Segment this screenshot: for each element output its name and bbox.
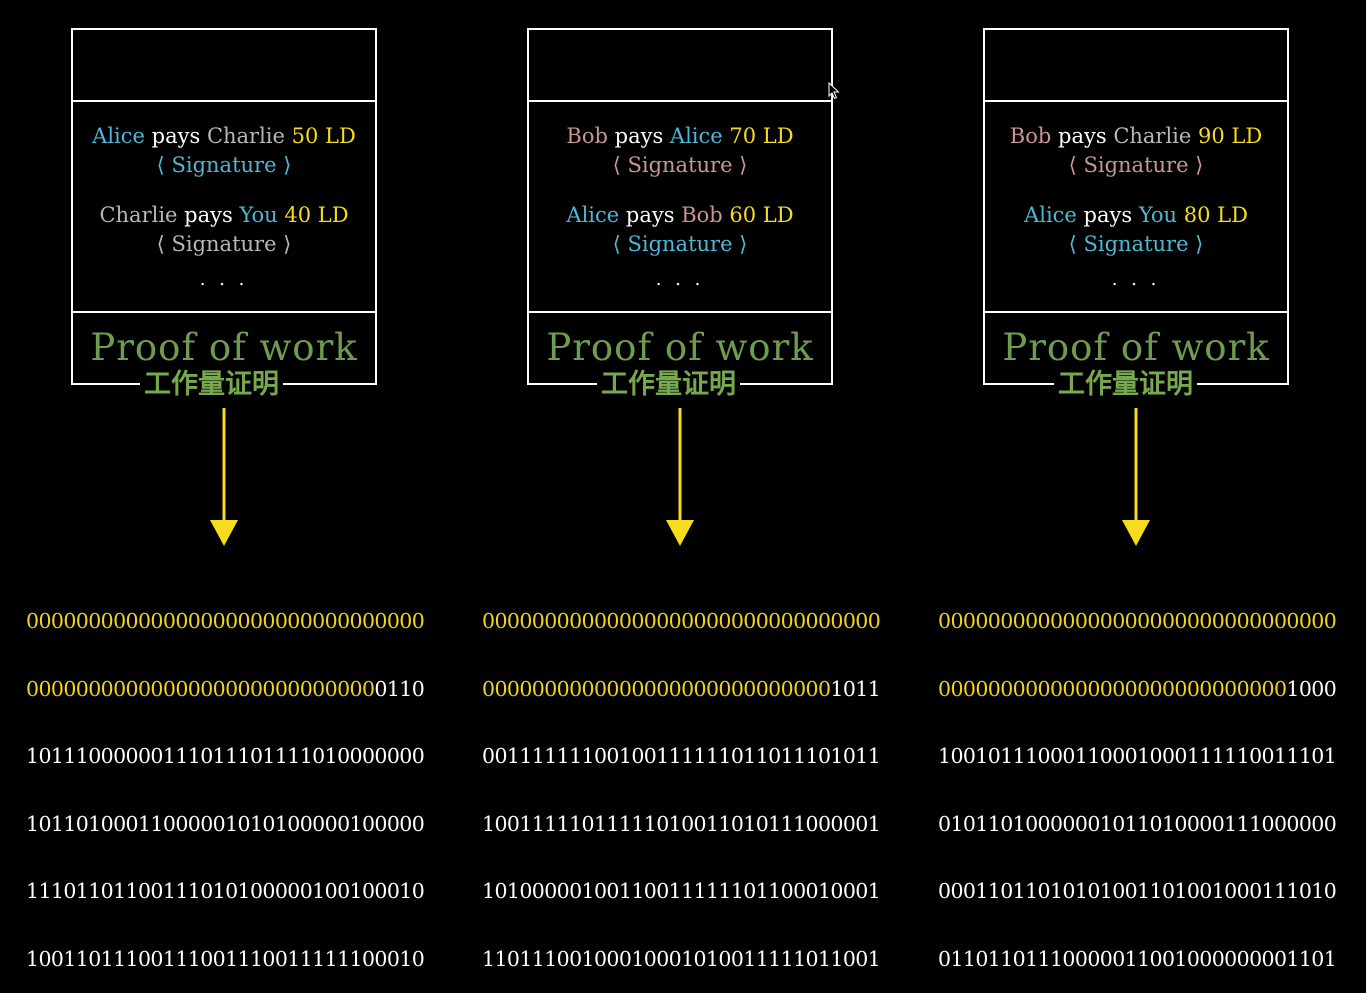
tx-signature: ⟨ Signature ⟩ [612,232,748,256]
tx-amount: 40 LD [284,203,349,227]
mouse-cursor-icon [828,82,840,100]
transaction-1: Alice pays Charlie 50 LD ⟨ Signature ⟩ [73,122,375,180]
hash-bits: 1000 [1286,676,1337,701]
hash-bits: 11011100100010001010011111011001 [482,946,881,971]
tx-from: Bob [1009,124,1052,148]
proof-of-work-label: Proof of work [1002,326,1270,369]
block-2: Bob pays Alice 70 LD ⟨ Signature ⟩ Alice… [527,28,833,385]
down-arrow-icon [1122,408,1150,546]
tx-from: Alice [1024,203,1077,227]
transaction-1: Bob pays Alice 70 LD ⟨ Signature ⟩ [529,122,831,180]
tx-verb: pays [151,124,201,148]
hash-bits: 00011011010101001101001000111010 [938,879,1337,903]
tx-amount: 70 LD [729,124,794,148]
block-3: Bob pays Charlie 90 LD ⟨ Signature ⟩ Ali… [983,28,1289,385]
proof-of-work-cn: 工作量证明 [140,368,283,402]
ellipsis: . . . [655,269,705,290]
hash-bits: 10100000100110011111101100010001 [482,879,881,903]
hash-zeros-line: 00000000000000000000000000000000 [938,609,1337,633]
tx-from: Alice [92,124,145,148]
hash-zeros-line: 0000000000000000000000000000 [26,676,375,701]
hash-bits: 10011111011111010011010111000001 [482,811,881,836]
tx-signature: ⟨ Signature ⟩ [1068,232,1204,256]
hash-bits: 11101101100111010100000100100010 [26,879,425,903]
tx-to: Charlie [1113,124,1192,148]
tx-verb: pays [625,203,675,227]
tx-signature: ⟨ Signature ⟩ [156,153,292,177]
proof-of-work-label: Proof of work [546,326,814,369]
block-header [73,30,375,102]
tx-to: Charlie [206,124,285,148]
block-header [985,30,1287,102]
tx-to: You [1138,203,1178,227]
block-hash: 00000000000000000000000000000000 0000000… [26,565,426,993]
tx-amount: 90 LD [1198,124,1263,148]
transaction-2: Alice pays You 80 LD ⟨ Signature ⟩ [985,201,1287,259]
transactions-area: Bob pays Alice 70 LD ⟨ Signature ⟩ Alice… [529,102,831,313]
hash-bits: 10110100011000001010100000100000 [26,811,425,836]
tx-verb: pays [614,124,664,148]
transactions-area: Alice pays Charlie 50 LD ⟨ Signature ⟩ C… [73,102,375,313]
ellipsis: . . . [199,269,249,290]
hash-zeros-line: 0000000000000000000000000000 [482,676,831,701]
down-arrow-icon [666,408,694,546]
tx-amount: 50 LD [291,124,356,148]
tx-from: Charlie [99,203,178,227]
hash-zeros-line: 0000000000000000000000000000 [938,676,1287,701]
hash-bits: 00111111100100111111011011101011 [482,744,881,768]
transaction-2: Charlie pays You 40 LD ⟨ Signature ⟩ [73,201,375,259]
hash-zeros-line: 00000000000000000000000000000000 [482,609,881,633]
tx-verb: pays [184,203,233,227]
hash-bits: 01101101110000011001000000001101 [938,946,1337,971]
hash-bits: 0110 [374,676,425,701]
tx-signature: ⟨ Signature ⟩ [1068,153,1204,177]
tx-verb: pays [1083,203,1133,227]
hash-bits: 01011010000001011010000111000000 [938,811,1337,836]
tx-amount: 60 LD [729,203,794,227]
tx-from: Bob [566,124,608,148]
proof-of-work-cn: 工作量证明 [1054,368,1197,402]
tx-to: Bob [681,203,723,227]
tx-to: Alice [669,124,723,148]
hash-bits: 10111000000111011101111010000000 [26,744,425,768]
transaction-2: Alice pays Bob 60 LD ⟨ Signature ⟩ [529,201,831,259]
block-hash: 00000000000000000000000000000000 0000000… [482,565,882,993]
hash-bits: 10011011100111001110011111100010 [26,946,425,971]
hash-bits: 1011 [830,676,881,701]
proof-of-work-cn: 工作量证明 [597,368,740,402]
down-arrow-icon [210,408,238,546]
tx-to: You [239,203,278,227]
transaction-1: Bob pays Charlie 90 LD ⟨ Signature ⟩ [985,122,1287,180]
hash-zeros-line: 00000000000000000000000000000000 [26,609,425,633]
ellipsis: . . . [1111,269,1161,290]
block-hash: 00000000000000000000000000000000 0000000… [938,565,1338,993]
hash-bits: 10010111000110001000111110011101 [938,744,1337,768]
tx-verb: pays [1058,124,1107,148]
transactions-area: Bob pays Charlie 90 LD ⟨ Signature ⟩ Ali… [985,102,1287,313]
tx-from: Alice [566,203,620,227]
proof-of-work-label: Proof of work [90,326,358,369]
tx-amount: 80 LD [1183,203,1248,227]
block-header [529,30,831,102]
tx-signature: ⟨ Signature ⟩ [612,153,748,177]
tx-signature: ⟨ Signature ⟩ [156,232,292,256]
block-1: Alice pays Charlie 50 LD ⟨ Signature ⟩ C… [71,28,377,385]
